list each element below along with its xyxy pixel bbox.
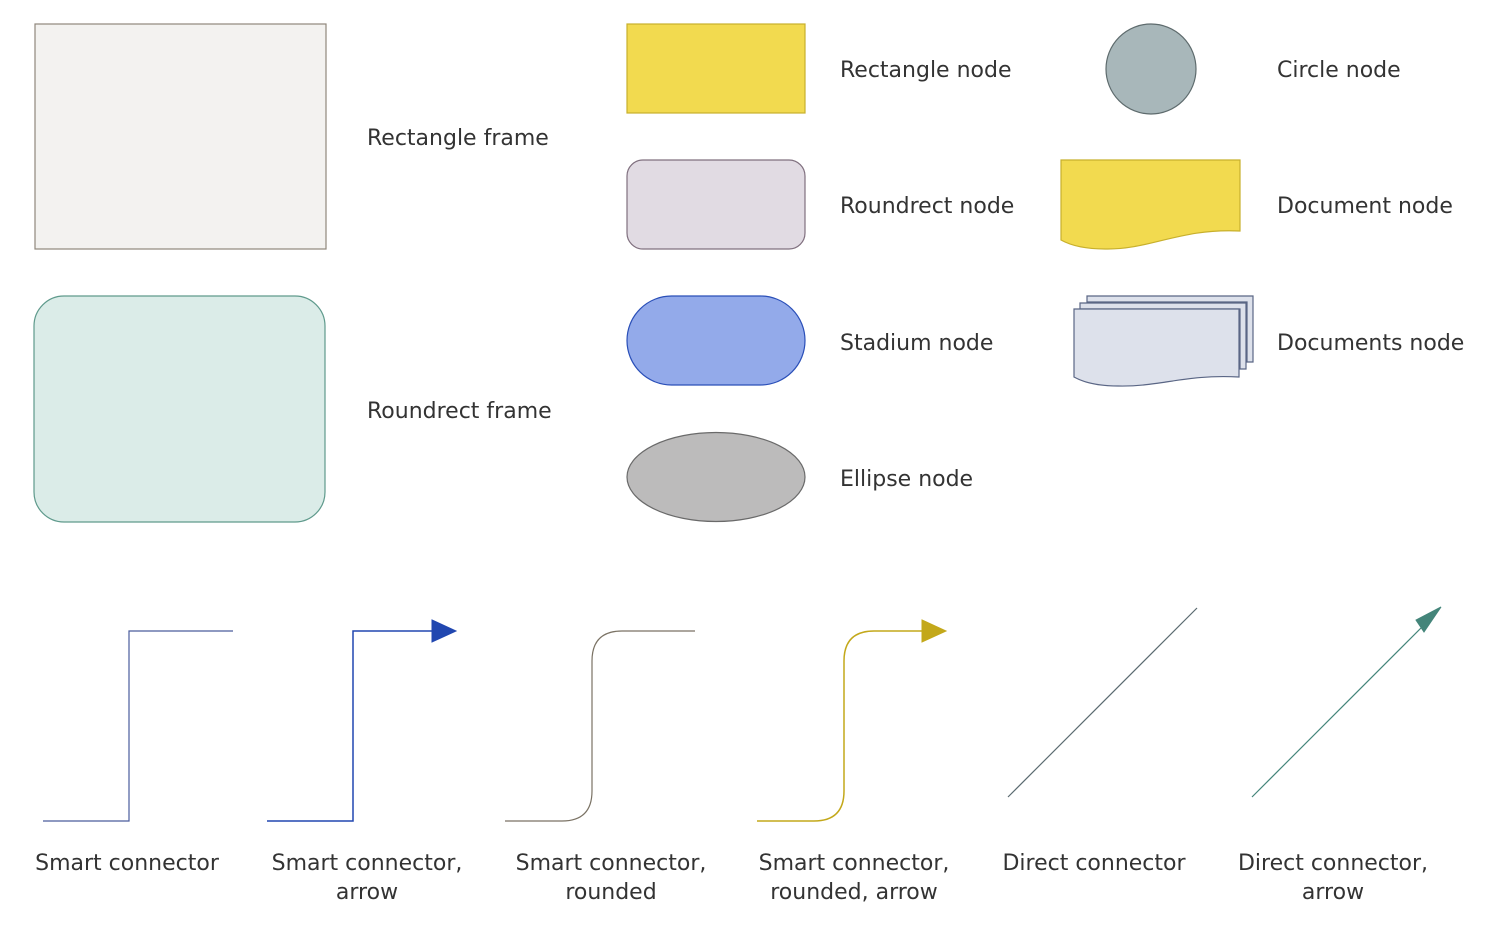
rectangle-node-shape[interactable] <box>626 23 806 114</box>
direct-connector-arrow-label: Direct connector, arrow <box>1237 851 1429 905</box>
roundrect-frame-shape[interactable] <box>33 295 326 523</box>
smart-connector-label: Smart connector <box>35 851 219 876</box>
document-node-label: Document node <box>1277 194 1453 219</box>
roundrect-frame-label: Roundrect frame <box>367 399 552 424</box>
ellipse-node-label: Ellipse node <box>840 467 974 492</box>
smart-connector-arrow[interactable] <box>267 619 458 822</box>
roundrect-node-label: Roundrect node <box>840 194 1015 219</box>
rectangle-node-label: Rectangle node <box>840 58 1012 83</box>
circle-node-label: Circle node <box>1277 58 1401 83</box>
smart-connector-line[interactable] <box>43 630 233 822</box>
stadium-node-label: Stadium node <box>840 331 994 356</box>
arrowhead-icon <box>921 619 948 643</box>
direct-connector-arrow[interactable] <box>1251 606 1442 798</box>
documents-node-shape[interactable] <box>1073 295 1254 387</box>
ellipse-node-shape[interactable] <box>626 431 806 523</box>
smart-connector-arrow-label: Smart connector, arrow <box>271 851 463 905</box>
smart-connector-rounded-line[interactable] <box>505 630 695 822</box>
rectangle-frame-shape[interactable] <box>34 23 327 250</box>
document-node-shape[interactable] <box>1060 159 1241 250</box>
direct-connector-label: Direct connector <box>1002 851 1186 876</box>
smart-connector-rounded-arrow[interactable] <box>757 619 948 822</box>
roundrect-node-shape[interactable] <box>626 159 806 250</box>
circle-node-shape[interactable] <box>1105 23 1197 115</box>
direct-connector-line[interactable] <box>1007 607 1198 798</box>
documents-node-label: Documents node <box>1277 331 1465 356</box>
smart-connector-rounded-arrow-label: Smart connector, rounded, arrow <box>758 851 950 905</box>
stadium-node-shape[interactable] <box>626 295 806 386</box>
arrowhead-icon <box>431 619 458 643</box>
smart-connector-rounded-label: Smart connector, rounded <box>515 851 707 905</box>
rectangle-frame-label: Rectangle frame <box>367 126 549 151</box>
arrowhead-icon <box>1415 606 1442 633</box>
